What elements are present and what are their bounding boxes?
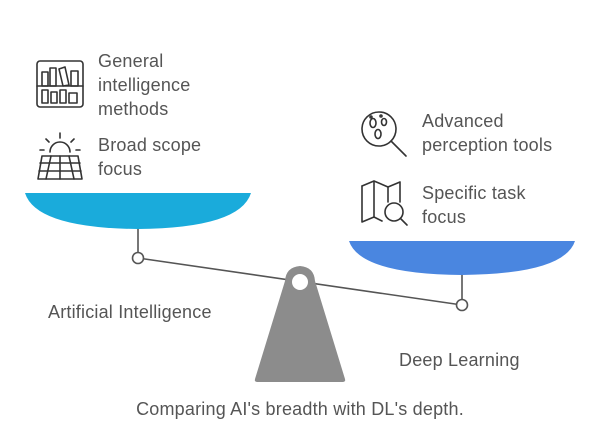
right-pan [349, 241, 575, 275]
magnifier-footprints-icon [361, 111, 407, 157]
right-pan-label: Deep Learning [399, 350, 520, 370]
library-books-icon [36, 60, 84, 108]
sunrise-field-icon [37, 132, 83, 180]
left-pivot [131, 251, 145, 265]
right-item-advanced-perception: Advanced perception tools [422, 111, 553, 155]
right-pivot [455, 298, 469, 312]
left-pan-label: Artificial Intelligence [48, 302, 212, 322]
fulcrum [254, 266, 346, 382]
caption: Comparing AI's breadth with DL's depth. [136, 399, 464, 419]
right-item-specific-task: Specific task focus [422, 183, 526, 227]
left-pan [25, 193, 251, 229]
fulcrum-pin [292, 274, 308, 290]
left-item-general-intelligence: General intelligence methods [98, 51, 191, 119]
left-item-broad-scope: Broad scope focus [98, 135, 202, 179]
map-search-icon [361, 180, 408, 226]
